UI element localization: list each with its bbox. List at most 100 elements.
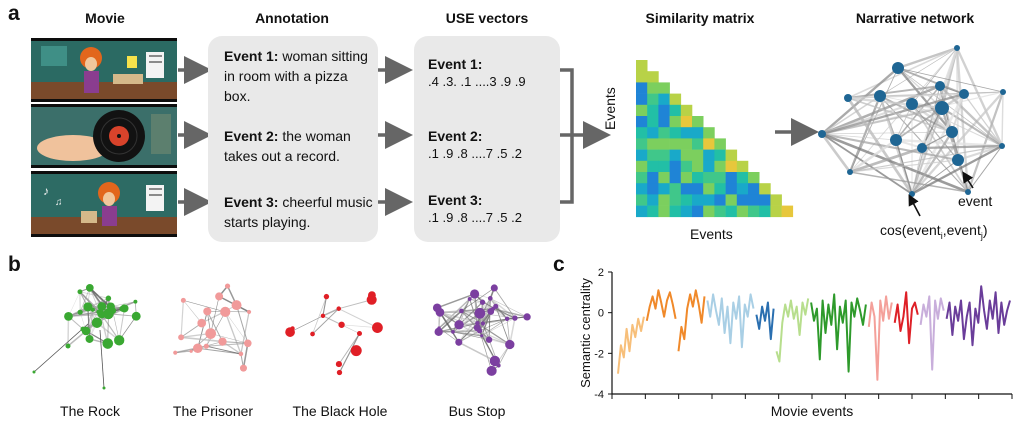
network-node: [954, 45, 960, 51]
network-node: [489, 355, 501, 367]
matrix-cell: [658, 82, 670, 94]
network-node: [890, 134, 902, 146]
matrix-cell: [647, 149, 659, 162]
network-node: [523, 313, 531, 321]
matrix-cell: [658, 149, 670, 162]
matrix-cell: [658, 93, 670, 106]
y-tick-label: -2: [594, 348, 604, 360]
network-node: [231, 300, 242, 311]
network-node: [965, 189, 971, 195]
network-node: [473, 324, 481, 332]
matrix-cell: [658, 104, 670, 117]
network-annotation-arrows: [908, 171, 974, 217]
matrix-cell: [714, 183, 726, 195]
network-node: [120, 304, 129, 313]
cos-end: ): [982, 222, 988, 238]
network-the-prisoner: [173, 283, 252, 372]
matrix-cell: [736, 160, 749, 173]
matrix-cell: [647, 93, 659, 106]
network-event-annotation: event: [958, 193, 993, 209]
movie-frame-1-image: [31, 38, 177, 102]
network-node: [77, 309, 83, 315]
matrix-cell: [714, 160, 726, 173]
network-node: [131, 311, 141, 321]
matrix-cell: [748, 205, 760, 218]
matrix-cell: [692, 194, 704, 206]
network-node: [83, 302, 93, 312]
network-node: [205, 328, 217, 339]
svg-text:♪: ♪: [43, 184, 49, 198]
network-node: [105, 295, 112, 302]
matrix-cell: [703, 160, 715, 173]
network-node: [102, 338, 114, 349]
network-the-rock: [32, 284, 141, 390]
network-node: [946, 126, 958, 138]
matrix-cell: [636, 160, 648, 173]
network-name-the-rock: The Rock: [60, 403, 120, 419]
network-node: [480, 334, 484, 338]
network-node: [290, 326, 295, 331]
matrix-cell: [725, 205, 738, 218]
vector-event-2-values: .1 .9 .8 ....7 .5 .2: [428, 146, 522, 161]
cos-sub-i: i: [940, 230, 943, 241]
series-line-4: [755, 301, 775, 341]
matrix-cell: [692, 127, 704, 139]
matrix-cell: [669, 172, 682, 184]
network-node: [114, 335, 125, 346]
use-vectors-card: [414, 36, 560, 242]
matrix-cell: [658, 183, 670, 195]
matrix-cell: [781, 205, 794, 218]
network-node: [193, 343, 203, 354]
network-node: [203, 307, 212, 316]
network-node: [215, 292, 224, 301]
matrix-cell: [680, 127, 693, 139]
matrix-cell: [748, 194, 760, 206]
cos-sub-j: j: [980, 230, 983, 241]
matrix-cell: [692, 205, 704, 218]
series-line-10: [945, 285, 1011, 347]
movie-frame-3: ♪♫: [31, 171, 177, 237]
network-edges: [289, 296, 378, 373]
network-node: [467, 297, 472, 301]
vector-event-3-values: .1 .9 .8 ....7 .5 .2: [428, 210, 522, 225]
network-bus-stop: [432, 284, 531, 376]
matrix-cell: [669, 127, 682, 139]
network-node: [109, 307, 117, 315]
network-node: [102, 386, 106, 390]
series-line-8: [893, 291, 919, 345]
matrix-cell: [669, 183, 682, 195]
network-node: [372, 322, 383, 334]
matrix-cell: [669, 104, 682, 117]
y-tick-label: -4: [594, 389, 604, 401]
network-node: [935, 101, 949, 115]
matrix-cell: [680, 194, 693, 206]
network-node: [470, 289, 480, 299]
series-line-9: [919, 295, 945, 371]
network-node: [505, 339, 515, 350]
network-edges: [175, 285, 250, 369]
matrix-cell: [714, 194, 726, 206]
network-node: [244, 339, 252, 348]
narrative-network: [818, 45, 1006, 197]
matrix-cell: [736, 205, 749, 218]
matrix-cell: [636, 116, 648, 128]
matrix-cell: [647, 183, 659, 195]
network-node: [335, 361, 342, 368]
vector-event-2: Event 2: .1 .9 .8 ....7 .5 .2: [428, 126, 522, 161]
matrix-cell: [647, 160, 659, 173]
matrix-cell: [770, 194, 782, 206]
network-node: [189, 349, 193, 353]
network-node: [97, 311, 104, 318]
matrix-cell: [680, 183, 693, 195]
matrix-cell: [692, 149, 704, 162]
matrix-cell: [692, 160, 704, 173]
network-node: [246, 309, 252, 315]
network-node: [485, 336, 493, 343]
network-node: [336, 306, 342, 311]
network-node: [480, 321, 486, 326]
network-node: [338, 321, 345, 328]
network-node: [64, 311, 73, 321]
network-node: [238, 351, 244, 357]
y-tick-label: 0: [598, 308, 604, 320]
matrix-cell: [658, 160, 670, 173]
